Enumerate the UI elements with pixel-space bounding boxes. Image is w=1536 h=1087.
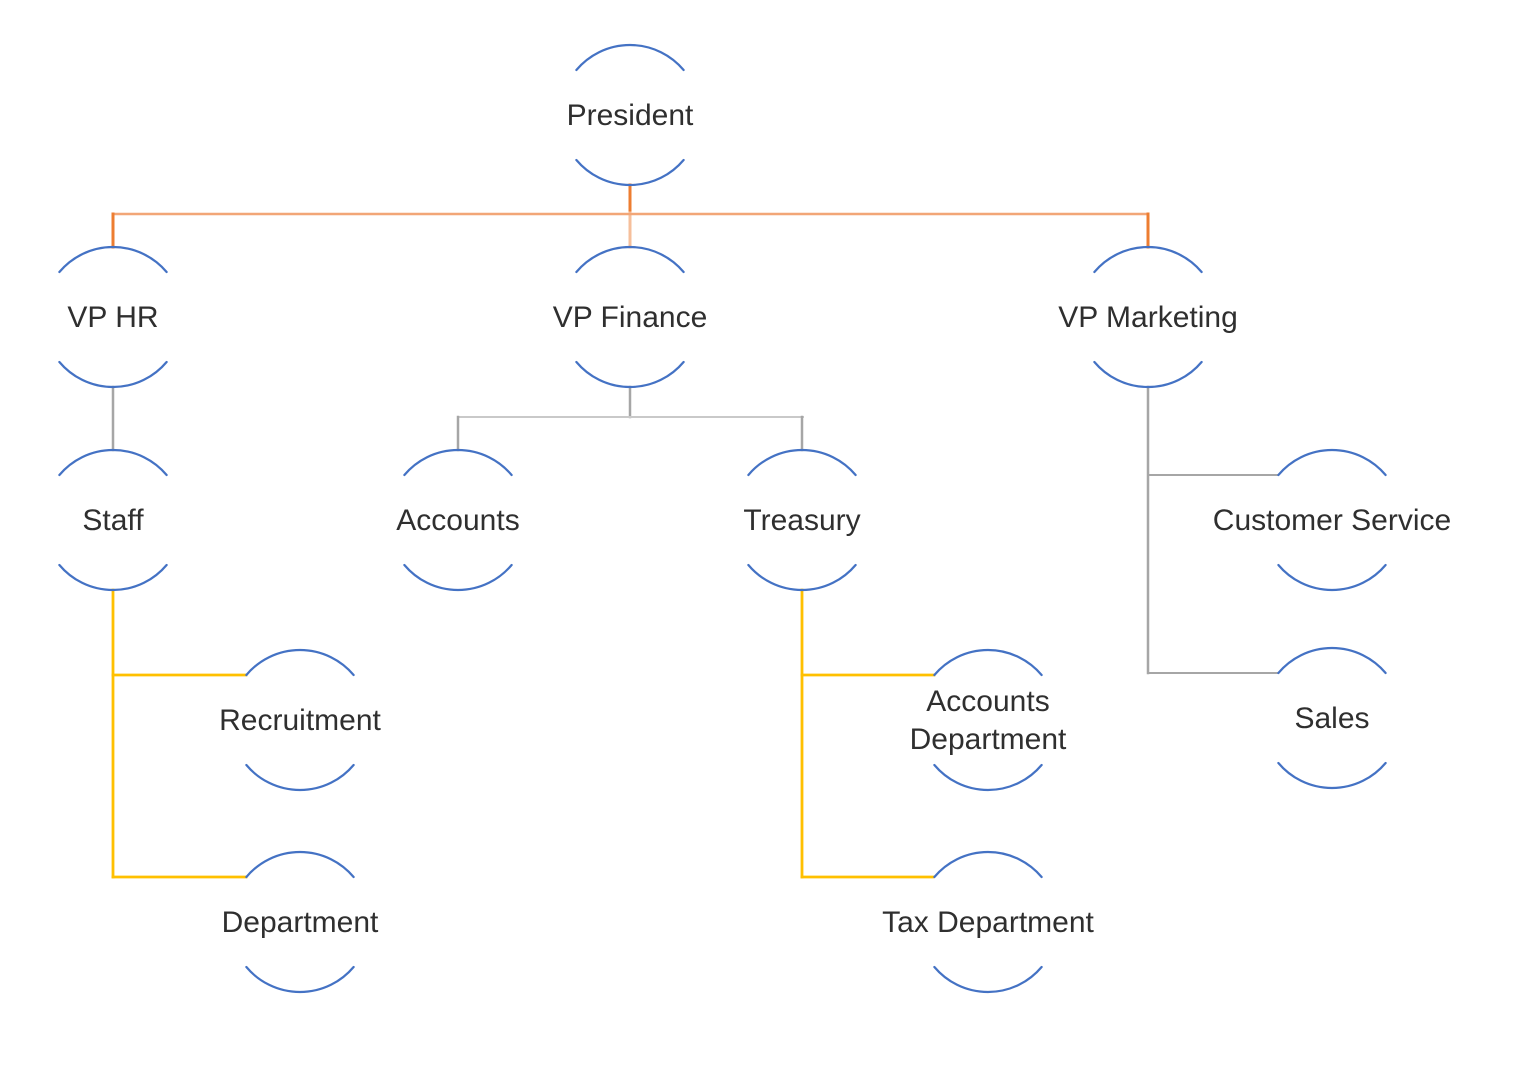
node-label-recruitment: Recruitment — [219, 704, 381, 737]
node-label-customer-service: Customer Service — [1213, 504, 1451, 537]
node-label-line: Recruitment — [219, 704, 381, 737]
node-arc-bottom — [1277, 563, 1387, 592]
node-arc-bottom — [933, 965, 1043, 994]
node-arc-bottom — [575, 158, 685, 187]
node-sales: Sales — [1277, 646, 1387, 790]
node-arc-top — [747, 448, 857, 477]
node-vp-finance: VP Finance — [553, 245, 708, 389]
node-arc-top — [1277, 646, 1387, 675]
node-arc-top — [1277, 448, 1387, 477]
node-label-staff: Staff — [82, 504, 144, 537]
node-accounts: Accounts — [396, 448, 520, 592]
node-department: Department — [222, 850, 379, 994]
node-label-president: President — [567, 99, 694, 132]
node-label-accounts: Accounts — [396, 504, 519, 537]
node-arc-bottom — [245, 763, 355, 792]
node-arc-bottom — [1277, 761, 1387, 790]
node-label-line: Department — [222, 906, 379, 939]
node-arc-top — [575, 43, 685, 72]
node-label-line: Staff — [82, 504, 144, 537]
node-arc-top — [933, 850, 1043, 879]
node-label-line: Tax Department — [882, 906, 1094, 939]
node-arc-top — [575, 245, 685, 274]
node-arc-bottom — [58, 360, 168, 389]
node-arc-bottom — [403, 563, 513, 592]
node-arc-top — [245, 850, 355, 879]
node-arc-bottom — [575, 360, 685, 389]
node-customer-service: Customer Service — [1213, 448, 1451, 592]
node-president: President — [567, 43, 694, 187]
node-arc-bottom — [58, 563, 168, 592]
node-label-line: VP HR — [67, 301, 158, 334]
node-label-line: Customer Service — [1213, 504, 1451, 537]
node-recruitment: Recruitment — [219, 648, 382, 792]
node-label-line: Department — [910, 723, 1067, 756]
node-label-line: VP Finance — [553, 301, 708, 334]
node-label-department: Department — [222, 906, 379, 939]
node-tax-department: Tax Department — [882, 850, 1095, 994]
node-arc-top — [933, 648, 1043, 677]
node-label-tax-department: Tax Department — [882, 906, 1094, 939]
node-arc-bottom — [245, 965, 355, 994]
node-label-vp-finance: VP Finance — [553, 301, 708, 334]
node-vp-hr: VP HR — [58, 245, 168, 389]
node-arc-top — [58, 245, 168, 274]
connector-lines — [111, 183, 1279, 879]
node-vp-marketing: VP Marketing — [1058, 245, 1238, 389]
node-arc-top — [1093, 245, 1203, 274]
node-arc-bottom — [933, 763, 1043, 792]
node-label-vp-marketing: VP Marketing — [1058, 301, 1238, 334]
node-treasury: Treasury — [743, 448, 861, 592]
node-arc-bottom — [747, 563, 857, 592]
node-label-sales: Sales — [1294, 702, 1369, 735]
node-label-treasury: Treasury — [743, 504, 860, 537]
node-label-line: Accounts — [926, 685, 1049, 718]
node-arc-top — [403, 448, 513, 477]
node-label-line: VP Marketing — [1058, 301, 1238, 334]
node-label-vp-hr: VP HR — [67, 301, 158, 334]
node-staff: Staff — [58, 448, 168, 592]
node-label-line: Treasury — [743, 504, 860, 537]
node-arc-bottom — [1093, 360, 1203, 389]
node-label-line: Sales — [1294, 702, 1369, 735]
node-arc-top — [58, 448, 168, 477]
node-label-line: President — [567, 99, 694, 132]
node-arc-top — [245, 648, 355, 677]
node-label-line: Accounts — [396, 504, 519, 537]
